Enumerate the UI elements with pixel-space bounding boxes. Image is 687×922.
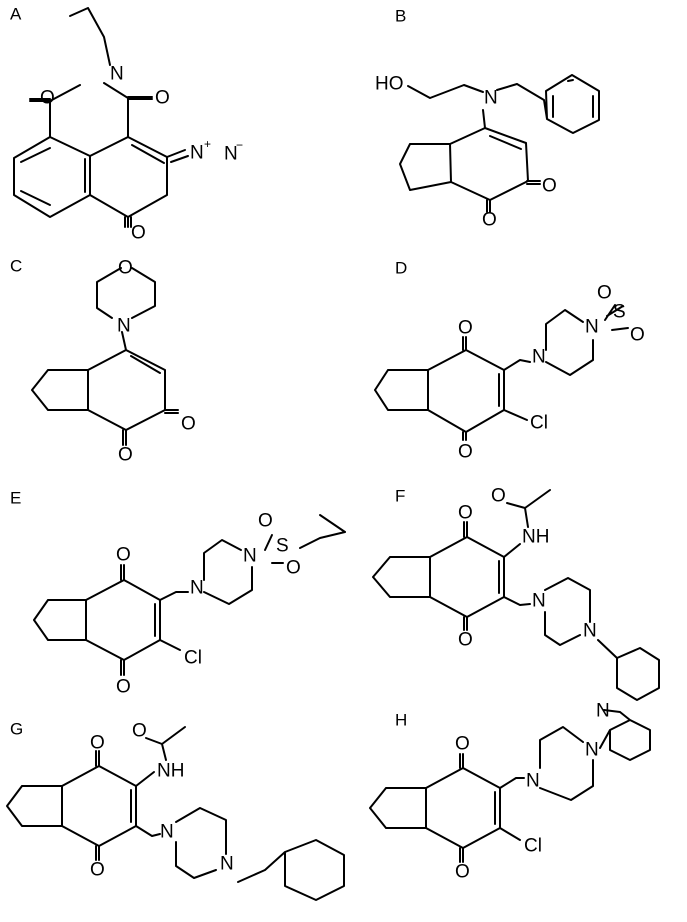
atom-d-ketone-o2: O: [458, 442, 473, 463]
structure-g-bonds: [6, 726, 345, 901]
structure-a-atoms: O N O N + N − O: [40, 64, 243, 244]
atom-d-sulfonyl-o1: O: [597, 283, 612, 304]
atom-g-acetyl-o: O: [132, 721, 147, 742]
atom-h-ketone-o2: O: [455, 862, 470, 883]
atom-h-piperazine-n2: N: [585, 740, 599, 761]
atom-d-chlorine: Cl: [530, 413, 548, 434]
panel-g: G O O NH N N O: [6, 720, 345, 901]
atom-f-amide-nh: NH: [522, 527, 549, 548]
panel-label-f: F: [395, 487, 405, 506]
structure-b-bonds: [399, 74, 600, 213]
structure-h-atoms: O N N N Cl O: [455, 701, 610, 883]
atom-f-piperazine-n1: N: [532, 591, 546, 612]
structure-a-bonds: [13, 7, 189, 228]
atom-a-diazo-n1: N: [190, 143, 204, 164]
atom-g-piperazine-n1: N: [160, 822, 174, 843]
atom-d-piperazine-n2: N: [585, 317, 599, 338]
atom-e-piperazine-n2: N: [243, 546, 257, 567]
atom-d-sulfonyl-o2: O: [630, 325, 645, 346]
panel-e: E O N N S O O Cl O: [10, 489, 346, 698]
structure-b-atoms: HO N O O: [375, 74, 557, 231]
atom-f-ketone-o1: O: [458, 503, 473, 524]
atom-d-sulfur: S: [613, 302, 626, 323]
charge-a-minus: −: [236, 138, 243, 152]
panel-h: H O N N N Cl O: [369, 701, 651, 883]
charge-a-plus: +: [204, 137, 211, 151]
atom-e-sulfonyl-o1: O: [258, 511, 273, 532]
atom-g-piperazine-n2: N: [220, 854, 234, 875]
structure-d-bonds: [374, 304, 629, 441]
atom-h-piperazine-n1: N: [526, 771, 540, 792]
atom-f-acetyl-o: O: [491, 486, 506, 507]
structure-f-atoms: O O NH N N O: [458, 486, 597, 651]
atom-g-amide-nh: NH: [157, 761, 184, 782]
structure-g-atoms: O O NH N N O: [90, 721, 234, 881]
atom-a-imide-n: N: [110, 64, 124, 85]
structure-e-bonds: [33, 514, 346, 676]
atom-g-ketone-o1: O: [90, 733, 105, 754]
atom-e-chlorine: Cl: [184, 648, 202, 669]
panel-b: B HO N O O: [375, 7, 600, 231]
panel-a: A O N O N + N − O: [10, 5, 243, 244]
structure-e-atoms: O N N S O O Cl O: [116, 511, 301, 698]
atom-c-morpholine-o: O: [118, 258, 133, 279]
atom-e-piperazine-n1: N: [190, 578, 204, 599]
panel-label-g: G: [10, 720, 23, 739]
panel-label-c: C: [10, 257, 22, 276]
atom-f-piperazine-n2: N: [583, 621, 597, 642]
atom-e-sulfur: S: [276, 536, 289, 557]
atom-c-morpholine-n: N: [117, 316, 131, 337]
atom-e-sulfonyl-o2: O: [286, 558, 301, 579]
panel-label-d: D: [395, 259, 407, 278]
atom-b-amine-n: N: [484, 88, 498, 109]
atom-b-ketone-o1: O: [542, 176, 557, 197]
atom-b-hydroxyl: HO: [375, 74, 404, 95]
atom-h-chlorine: Cl: [524, 836, 542, 857]
panel-f: F O O NH N N O: [372, 486, 660, 701]
atom-a-ketone-o: O: [131, 223, 146, 244]
atom-d-piperazine-n1: N: [532, 347, 546, 368]
atom-c-ketone-o1: O: [181, 414, 196, 435]
atom-h-pyridine-n: N: [596, 701, 610, 722]
structure-f-bonds: [372, 489, 660, 701]
atom-a-carbonyl-o: O: [40, 88, 55, 109]
atom-e-ketone-o2: O: [116, 677, 131, 698]
panel-label-a: A: [10, 5, 22, 24]
structure-d-atoms: O N N S O O Cl O: [458, 283, 645, 463]
atom-d-ketone-o1: O: [458, 318, 473, 339]
structure-c-bonds: [31, 267, 179, 446]
atom-a-carbonyl-o2: O: [155, 88, 170, 109]
panel-label-e: E: [10, 489, 21, 508]
structure-h-bonds: [369, 709, 651, 863]
panel-label-h: H: [395, 711, 407, 730]
atom-a-diazo-n2: N: [224, 144, 238, 165]
panel-label-b: B: [395, 7, 406, 26]
atom-e-ketone-o1: O: [116, 545, 131, 566]
atom-b-ketone-o2: O: [482, 210, 497, 231]
atom-f-ketone-o2: O: [458, 630, 473, 651]
panel-d: D O N N S O O Cl O: [374, 259, 645, 463]
panel-c: C O N O O: [10, 257, 196, 466]
atom-c-ketone-o2: O: [118, 445, 133, 466]
structure-c-atoms: O N O O: [117, 258, 196, 466]
atom-g-ketone-o2: O: [90, 860, 105, 881]
atom-h-ketone-o1: O: [455, 734, 470, 755]
